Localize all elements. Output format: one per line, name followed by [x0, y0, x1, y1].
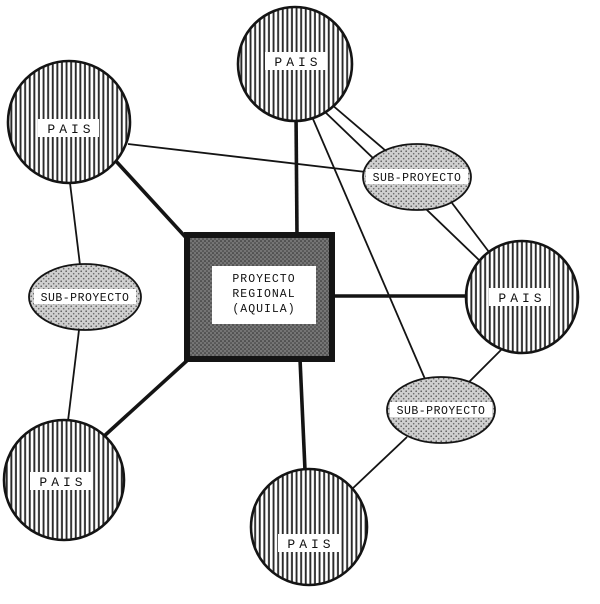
node-proyecto-regional: PROYECTO REGIONAL (AQUILA): [184, 232, 335, 362]
sub-left-label-strip: [34, 289, 136, 304]
edge-center-pais-top-left: [112, 157, 192, 244]
sub-lower-right-label: SUB-PROYECTO: [397, 405, 486, 418]
edge-layer: [67, 103, 504, 491]
edge-pais-top-sub-lower-right: [312, 118, 426, 380]
pais-top-label-strip: [265, 52, 326, 70]
pais-right-label-strip: [489, 288, 550, 306]
node-pais-bottom: PAIS: [249, 467, 369, 587]
pais-bottom-label-strip: [278, 534, 339, 552]
proyecto-regional-label-box: [212, 266, 316, 324]
edge-sub-upper-right-pais-right: [451, 202, 490, 253]
node-pais-top: PAIS: [236, 5, 354, 123]
node-pais-top-left: PAIS: [6, 59, 132, 185]
pais-bottom-left-label-strip: [30, 472, 91, 490]
node-pais-bottom-left: PAIS: [2, 418, 126, 542]
sub-upper-right-label: SUB-PROYECTO: [373, 172, 462, 185]
node-sub-proyecto-lower-right: SUB-PROYECTO: [386, 376, 496, 444]
pais-bottom-label: PAIS: [287, 537, 334, 552]
edge-center-pais-top: [294, 111, 299, 237]
edge-pais-top-left-sub-left: [69, 182, 81, 266]
sub-lower-right-label-strip: [390, 402, 492, 417]
edge-center-pais-bottom-left: [100, 355, 193, 440]
edge-center-pais-bottom: [298, 358, 307, 471]
pais-top-label: PAIS: [274, 55, 321, 70]
pais-top-left-label-strip: [38, 119, 99, 137]
pais-top-left-label: PAIS: [47, 122, 94, 137]
sub-upper-right-label-strip: [366, 169, 468, 184]
edge-pais-right-sub-lower-right: [466, 347, 504, 385]
proyecto-regional-label-line3: (AQUILA): [232, 303, 295, 316]
pais-bottom-left-label: PAIS: [39, 475, 86, 490]
proyecto-regional-label-line2: REGIONAL: [232, 288, 295, 301]
edge-pais-top-left-sub-upper-right: [127, 143, 367, 173]
edge-sub-left-pais-bottom-left: [67, 329, 80, 422]
pais-bottom-circle: [249, 467, 369, 587]
sub-left-label: SUB-PROYECTO: [41, 292, 130, 305]
edge-pais-top-sub-upper-right: [330, 103, 387, 152]
edge-sub-lower-right-pais-bottom: [350, 436, 408, 491]
node-pais-right: PAIS: [464, 239, 580, 355]
node-sub-proyecto-upper-right: SUB-PROYECTO: [362, 143, 472, 211]
pais-right-label: PAIS: [498, 291, 545, 306]
node-sub-proyecto-left: SUB-PROYECTO: [28, 263, 142, 331]
proyecto-regional-label-line1: PROYECTO: [232, 273, 295, 286]
node-layer: PAIS PAIS SUB-PROYECTO PAIS: [2, 5, 580, 587]
